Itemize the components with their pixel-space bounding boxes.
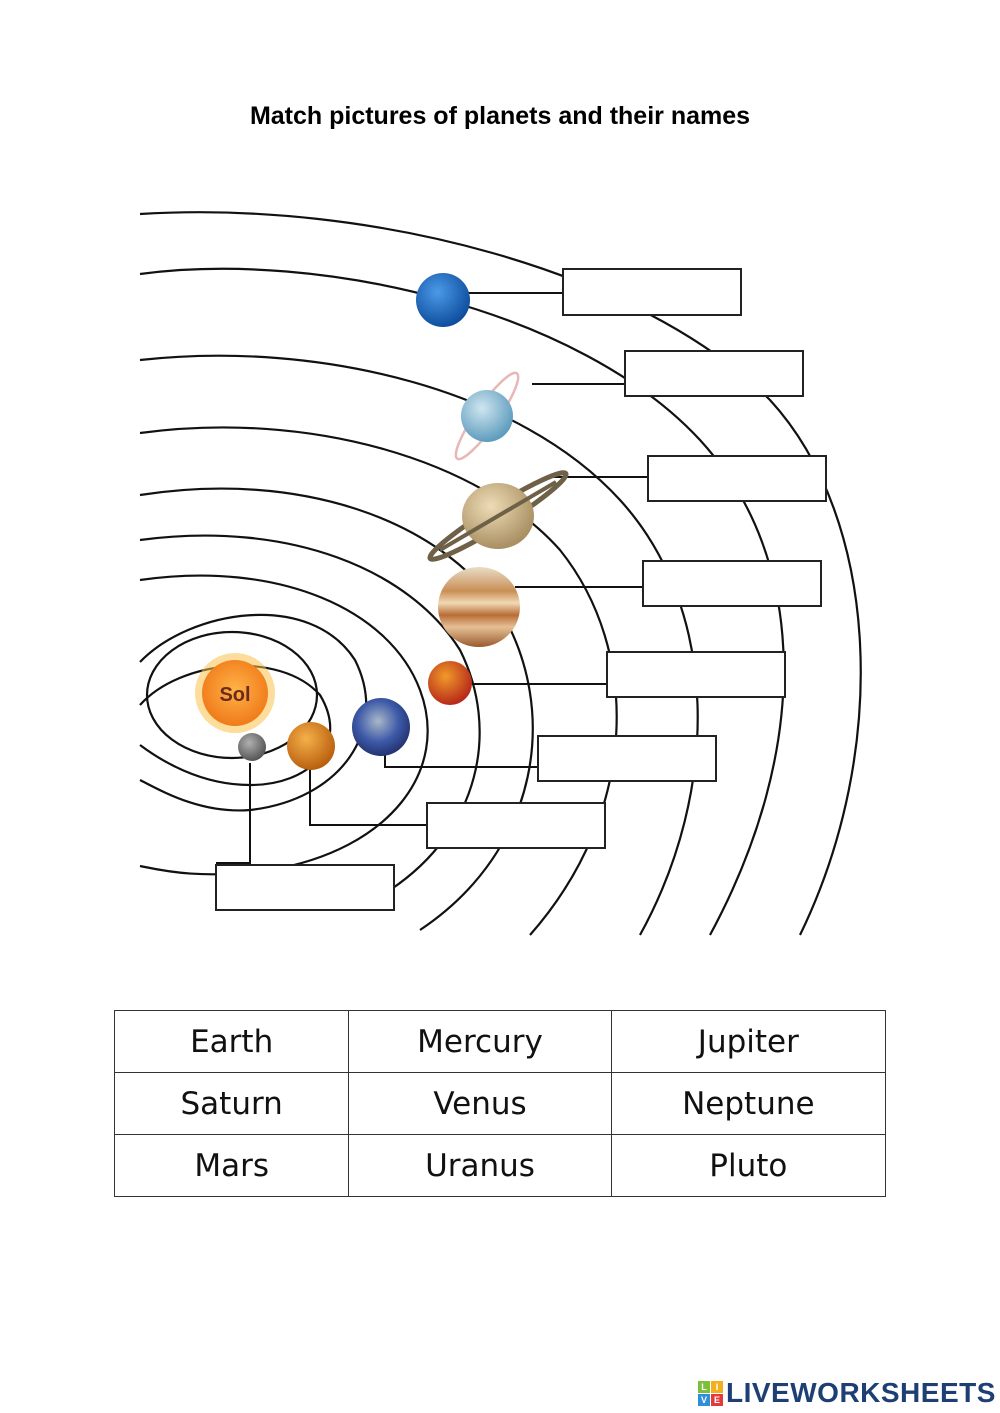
mercury-icon	[238, 733, 266, 761]
answer-input-7[interactable]	[428, 804, 608, 849]
solar-system-diagram: Sol	[120, 190, 880, 960]
answer-box-venus[interactable]	[426, 802, 608, 849]
earth-icon	[352, 698, 410, 756]
word-cell: Saturn	[113, 1072, 350, 1135]
word-cell: Earth	[113, 1010, 350, 1073]
answer-box-neptune[interactable]	[562, 268, 744, 316]
answer-input-6[interactable]	[539, 737, 719, 782]
answer-box-uranus[interactable]	[624, 350, 806, 397]
word-cell: Pluto	[610, 1134, 887, 1197]
liveworksheets-logo: L I V E LIVEWORKSHEETS	[698, 1377, 996, 1408]
answer-input-3[interactable]	[649, 457, 829, 502]
word-cell: Uranus	[348, 1134, 612, 1197]
answer-box-mercury[interactable]	[215, 864, 397, 911]
jupiter-icon	[438, 567, 520, 647]
planets: Sol	[195, 273, 569, 770]
word-cell: Jupiter	[610, 1010, 887, 1073]
answer-box-mars[interactable]	[606, 651, 788, 698]
logo-letter: L	[698, 1380, 710, 1393]
page-title: Match pictures of planets and their name…	[249, 102, 751, 130]
logo-letter: V	[698, 1393, 710, 1406]
word-cell: Neptune	[610, 1072, 887, 1135]
word-cell: Mercury	[348, 1010, 612, 1073]
answer-box-earth[interactable]	[537, 735, 719, 782]
answer-input-8[interactable]	[217, 866, 397, 911]
mars-icon	[428, 661, 472, 705]
answer-input-1[interactable]	[564, 270, 744, 316]
logo-text: LIVEWORKSHEETS	[726, 1377, 996, 1408]
sun-icon: Sol	[195, 653, 275, 733]
svg-text:Sol: Sol	[219, 684, 250, 706]
answer-input-5[interactable]	[608, 653, 788, 698]
venus-icon	[287, 722, 335, 770]
answer-input-2[interactable]	[626, 352, 806, 397]
uranus-icon	[454, 371, 520, 461]
word-cell: Mars	[113, 1134, 350, 1197]
logo-letter: I	[711, 1380, 723, 1393]
answer-input-4[interactable]	[644, 562, 824, 607]
orbit-diagram-svg: Sol	[138, 211, 862, 960]
logo-letter: E	[711, 1393, 723, 1406]
table-row: Earth Mercury Jupiter	[113, 1010, 887, 1073]
answer-box-saturn[interactable]	[647, 455, 829, 502]
word-cell: Venus	[348, 1072, 612, 1135]
logo-grid-icon: L I V E	[698, 1380, 723, 1406]
neptune-icon	[416, 273, 470, 327]
table-row: Saturn Venus Neptune	[113, 1072, 887, 1135]
answer-box-jupiter[interactable]	[642, 560, 824, 607]
saturn-icon	[427, 470, 569, 562]
table-row: Mars Uranus Pluto	[113, 1134, 887, 1197]
word-bank-table: Earth Mercury Jupiter Saturn Venus Neptu…	[113, 1010, 887, 1197]
